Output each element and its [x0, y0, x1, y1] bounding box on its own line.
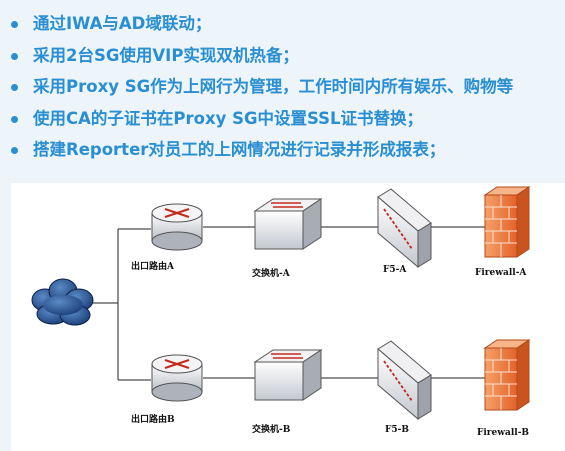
- firewall-a-label: Firewall-A: [475, 268, 527, 278]
- router-icon: [151, 203, 203, 251]
- switch-icon: [253, 349, 323, 401]
- requirements-list: 通过IWA与AD域联动； 采用2台SG使用VIP实现双机热备； 采用Proxy …: [0, 8, 565, 166]
- firewall-icon: [483, 186, 531, 258]
- router-a-label: 出口路由A: [131, 262, 174, 272]
- load-balancer-icon: [377, 188, 432, 269]
- list-item: 采用2台SG使用VIP实现双机热备；: [0, 40, 565, 72]
- firewall-icon: [483, 339, 531, 411]
- list-item: 采用Proxy SG作为上网行为管理，工作时间内所有娱乐、购物等: [0, 71, 565, 103]
- topology-svg: [31, 186, 531, 421]
- switch-icon: [253, 198, 323, 250]
- internet-cloud-icon: [31, 278, 94, 326]
- firewall-b-label: Firewall-B: [477, 428, 530, 438]
- router-b-label: 出口路由B: [131, 415, 175, 425]
- switch-b-label: 交换机-B: [252, 425, 291, 435]
- list-item: 使用CA的子证书在Proxy SG中设置SSL证书替换；: [0, 103, 565, 135]
- f5-a-label: F5-A: [383, 265, 407, 275]
- load-balancer-icon: [377, 340, 432, 421]
- network-topology-diagram: 出口路由A 交换机-A F5-A Firewall-A 出口路由B 交换机-B …: [11, 183, 565, 451]
- links: [91, 226, 485, 381]
- switch-a-label: 交换机-A: [252, 269, 290, 279]
- list-item: 搭建Reporter对员工的上网情况进行记录并形成报表；: [0, 134, 565, 166]
- list-item: 通过IWA与AD域联动；: [0, 8, 565, 40]
- f5-b-label: F5-B: [385, 425, 409, 435]
- router-icon: [151, 354, 203, 402]
